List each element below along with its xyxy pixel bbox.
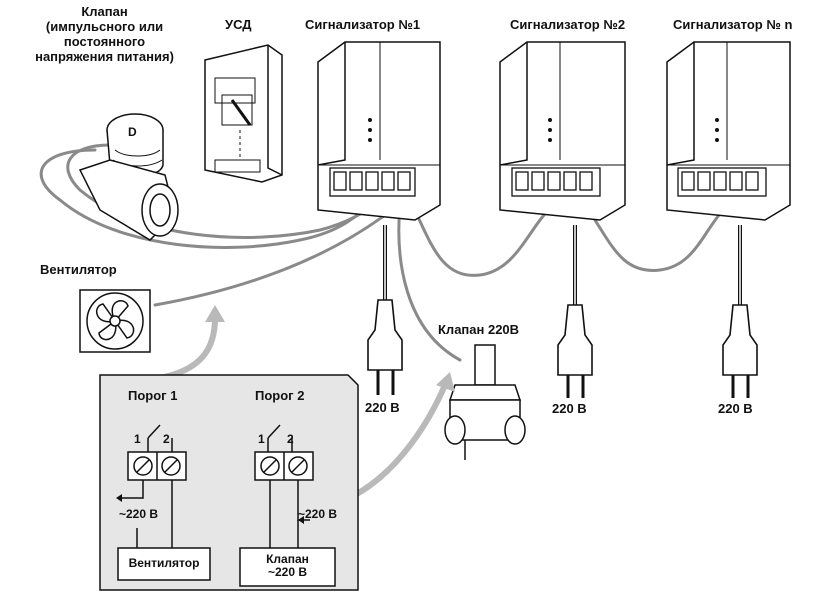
box-fan-label: Вентилятор — [128, 556, 200, 570]
porog-1-label: Порог 1 — [128, 388, 178, 403]
contact-2-num-2: 2 — [287, 432, 294, 446]
cable-valve-to-sig1 — [39, 148, 374, 249]
cable-valve-to-sig1-b — [66, 143, 387, 239]
solenoid-valve: D — [78, 113, 179, 241]
valve-title: Клапан (импульсного или постоянного напр… — [12, 4, 197, 64]
box-fan — [117, 547, 211, 581]
valve-title-line-1: Клапан — [81, 4, 128, 19]
box-valve — [239, 547, 336, 587]
valve-220-label: Клапан 220В — [438, 322, 520, 337]
valve-220-icon — [444, 344, 526, 460]
signaller-2 — [499, 41, 626, 221]
power-plug-1 — [367, 299, 403, 371]
svg-text:D: D — [128, 125, 137, 139]
contact-1-num-1: 1 — [134, 432, 141, 446]
threshold-inset — [99, 374, 359, 591]
relay-porog-1 — [122, 424, 187, 548]
arrow-to-fan — [157, 315, 218, 381]
signaller-n — [666, 41, 791, 221]
power-plug-3 — [722, 304, 758, 376]
cables — [39, 143, 737, 362]
box-valve-line-2: ~220 В — [267, 565, 308, 579]
signaller-1-label: Сигнализатор №1 — [305, 17, 421, 32]
signaller-n-label: Сигнализатор № n — [673, 17, 793, 32]
box-valve-label: Клапан ~220 В — [240, 553, 335, 579]
valve-title-line-2: (импульсного или — [45, 19, 164, 34]
cable-sig1-to-sig2 — [408, 198, 562, 277]
relay-porog-2 — [254, 424, 314, 548]
cable-sig2-to-sign — [583, 198, 737, 272]
voltage-left-label: ~220 В — [119, 507, 159, 521]
contact-1-num-2: 2 — [163, 432, 170, 446]
signaller-1 — [317, 41, 441, 221]
fan-icon — [79, 289, 151, 353]
porog-2-label: Порог 2 — [255, 388, 305, 403]
arrow-right-voltage — [298, 516, 304, 524]
voltage-right-label: ~220 В — [298, 507, 338, 521]
voltage-label-2: 220 В — [552, 401, 587, 416]
arrowheads — [205, 305, 455, 392]
arrow-to-valve220 — [352, 382, 448, 498]
valve-title-line-4: напряжения питания) — [35, 49, 174, 64]
usd-label: УСД — [225, 17, 252, 32]
power-cords — [367, 225, 758, 398]
signaller-2-label: Сигнализатор №2 — [510, 17, 626, 32]
cable-fan-to-sig1 — [153, 203, 400, 307]
box-valve-line-1: Клапан — [266, 552, 309, 566]
arrow-left-voltage — [116, 494, 122, 502]
fan-label: Вентилятор — [40, 262, 117, 277]
power-plug-2 — [557, 304, 593, 376]
usd-device — [204, 44, 283, 183]
cable-sig1-to-valve220 — [397, 203, 462, 362]
contact-2-num-1: 1 — [258, 432, 265, 446]
voltage-label-1: 220 В — [365, 400, 400, 415]
voltage-label-3: 220 В — [718, 401, 753, 416]
valve-title-line-3: постоянного — [63, 34, 146, 49]
